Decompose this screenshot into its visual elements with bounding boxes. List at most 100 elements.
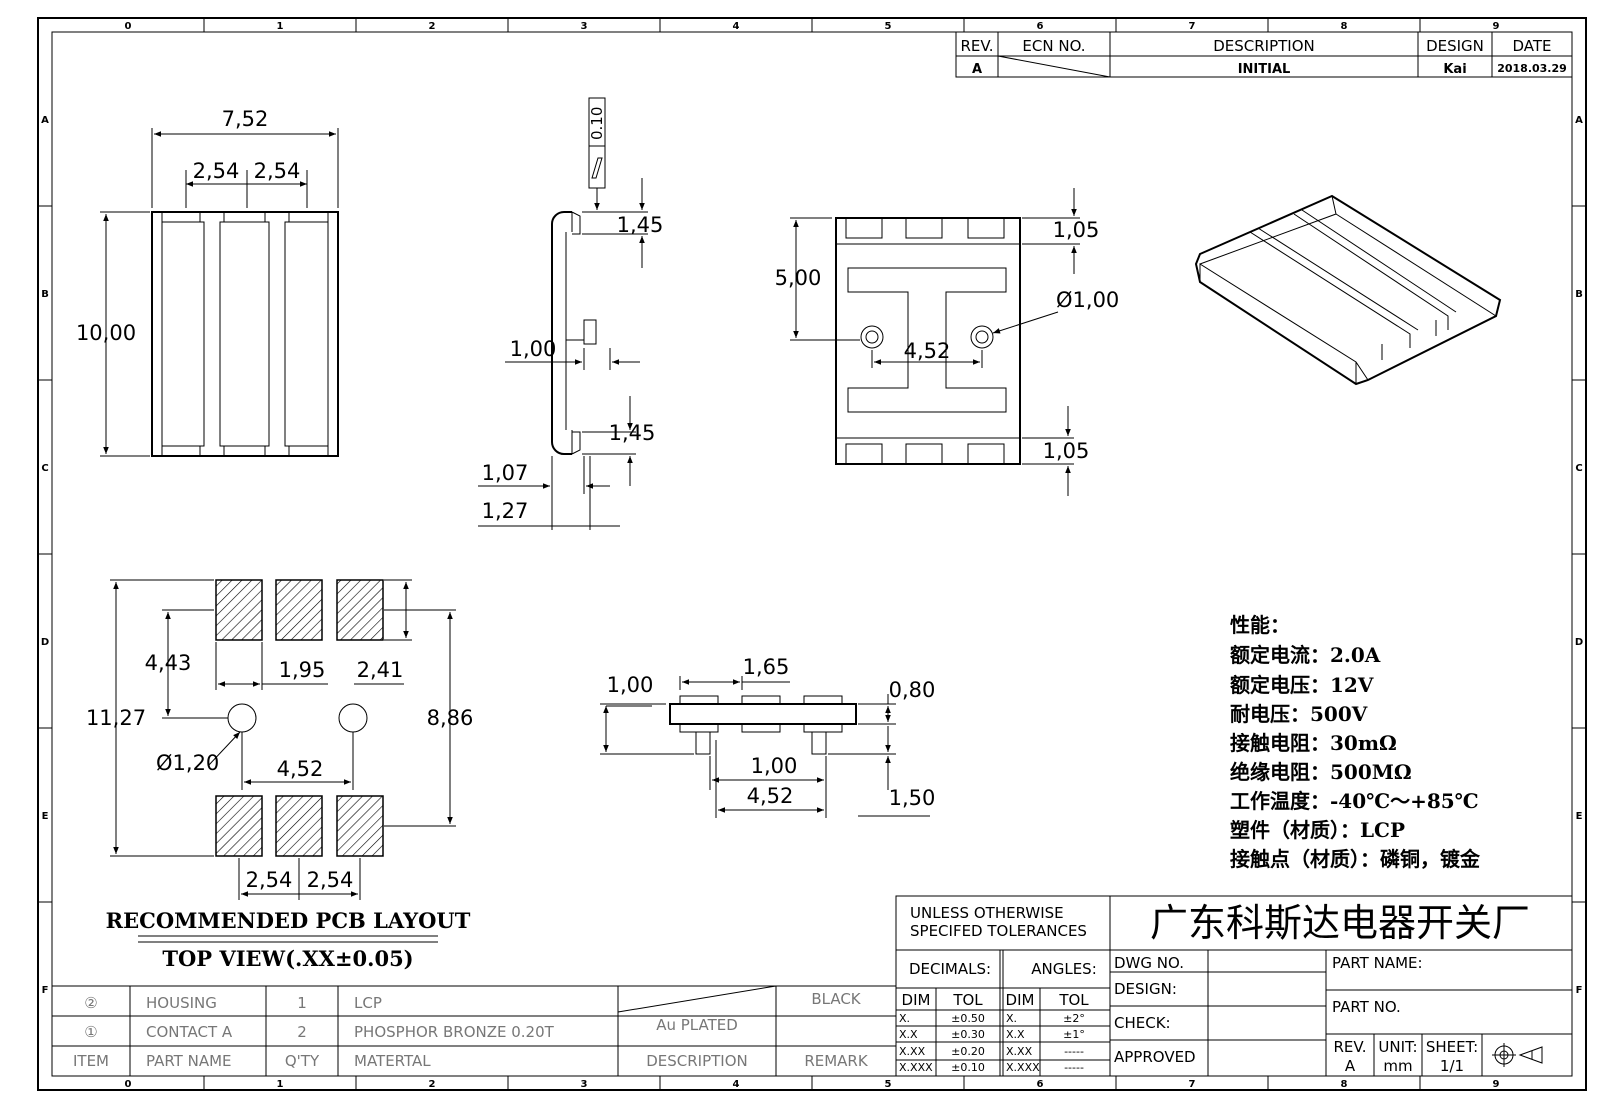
revision-table: REV. ECN NO. DESCRIPTION DESIGN DATE A I… — [955, 31, 1573, 78]
unit-value: mm — [1383, 1057, 1412, 1075]
zone-col-label: 2 — [429, 21, 436, 32]
dim-pcb-pad-height: 4,43 — [145, 651, 192, 675]
dim-pcb-pitch-a: 2,54 — [246, 868, 293, 892]
pcb-layout: 11,27 4,43 1,95 2,41 8,86 Ø1,20 4,52 2,5… — [86, 579, 474, 971]
bom-header-remark: REMARK — [804, 1052, 869, 1070]
dim-front-width: 7,52 — [222, 107, 269, 131]
ang-value-cell: ±1° — [1063, 1028, 1085, 1041]
tolerance-title-2: SPECIFED TOLERANCES — [910, 922, 1087, 940]
angles-label: ANGLES: — [1031, 960, 1097, 978]
ang-dim-cell: X.XX — [1006, 1045, 1033, 1058]
design-label: DESIGN: — [1114, 980, 1177, 998]
tol-value-cell: ±0.20 — [951, 1045, 985, 1058]
zone-col-label: 0 — [125, 21, 132, 32]
bom-row-num: ① — [84, 1023, 97, 1041]
ecn-header: ECN NO. — [1022, 37, 1085, 55]
spec-line: 接触电阻：30mΩ — [1230, 731, 1397, 755]
dim-label: DIM — [1006, 991, 1035, 1009]
zone-col-label: 3 — [581, 21, 588, 32]
dim-elev-f: 1,50 — [889, 786, 936, 810]
dim-side-bottom: 1,45 — [609, 421, 656, 445]
zone-row-label: E — [42, 811, 49, 822]
dim-bottom-hole: Ø1,00 — [1056, 288, 1119, 312]
part-name-label: PART NAME: — [1332, 954, 1423, 972]
zone-col-label: 9 — [1493, 1079, 1500, 1090]
dim-bottom-top: 1,05 — [1053, 218, 1100, 242]
tol-dim-cell: X. — [899, 1012, 910, 1025]
tolerance-title-1: UNLESS OTHERWISE — [910, 904, 1064, 922]
dim-elev-b: 1,65 — [743, 655, 790, 679]
approved-label: APPROVED — [1114, 1048, 1196, 1066]
bom-row-remark: BLACK — [811, 990, 861, 1008]
zone-col-label: 7 — [1189, 1079, 1196, 1090]
zone-col-label: 1 — [277, 21, 284, 32]
title-block: UNLESS OTHERWISE SPECIFED TOLERANCES 广东科… — [895, 895, 1573, 1077]
dwg-no-label: DWG NO. — [1114, 954, 1184, 972]
dim-side-thick-b: 1,27 — [482, 499, 529, 523]
projection-symbol-icon — [1492, 1043, 1543, 1067]
tol-label: TOL — [1058, 991, 1089, 1009]
dim-elev-a: 1,00 — [607, 673, 654, 697]
sheet-value: 1/1 — [1440, 1057, 1464, 1075]
zone-row-label: D — [41, 637, 49, 648]
zone-row-label: C — [1575, 463, 1582, 474]
zone-col-label: 4 — [733, 1079, 740, 1090]
bom-row-part: CONTACT A — [146, 1023, 233, 1041]
tol-value-cell: ±0.50 — [951, 1012, 985, 1025]
bom-header-part: PART NAME — [146, 1052, 232, 1070]
rev-value: A — [1345, 1057, 1356, 1075]
pcb-caption-title: RECOMMENDED PCB LAYOUT — [106, 908, 471, 933]
dim-pcb-gap: 1,95 — [279, 658, 326, 682]
ang-dim-cell: X.X — [1006, 1028, 1025, 1041]
spec-line: 塑件（材质）：LCP — [1230, 818, 1405, 842]
bom-header-description: DESCRIPTION — [646, 1052, 748, 1070]
zone-row-label: F — [1576, 985, 1583, 996]
zone-row-label: B — [41, 289, 49, 300]
bom-row-qty: 2 — [297, 1023, 307, 1041]
tol-dim-cell: X.XX — [899, 1045, 926, 1058]
dim-elev-e: 4,52 — [747, 784, 794, 808]
bom-header-material: MATERTAL — [354, 1052, 431, 1070]
bom-header-item: ITEM — [73, 1052, 109, 1070]
zone-col-label: 3 — [581, 1079, 588, 1090]
dim-pcb-span: 8,86 — [427, 706, 474, 730]
zone-col-label: 1 — [277, 1079, 284, 1090]
date-header: DATE — [1512, 37, 1551, 55]
tol-dim-cell: X.X — [899, 1028, 918, 1041]
ang-value-cell: ----- — [1064, 1045, 1084, 1058]
ang-dim-cell: X.XXX — [1006, 1061, 1040, 1074]
spec-line: 额定电压：12V — [1230, 673, 1374, 697]
zone-row-label: B — [1575, 289, 1583, 300]
dim-bottom-hole-pitch: 4,52 — [904, 339, 951, 363]
dim-bottom-height: 5,00 — [775, 266, 822, 290]
zone-row-label: E — [1576, 811, 1583, 822]
description-value: INITIAL — [1238, 62, 1291, 77]
tol-label: TOL — [952, 991, 983, 1009]
dim-pcb-pad-width: 2,41 — [357, 658, 404, 682]
sheet-label: SHEET: — [1426, 1038, 1478, 1056]
pcb-caption-subtitle: TOP VIEW(.XX±0.05) — [162, 946, 413, 971]
dim-bottom-bot: 1,05 — [1043, 439, 1090, 463]
description-header: DESCRIPTION — [1213, 37, 1315, 55]
zone-col-label: 8 — [1341, 21, 1348, 32]
isometric-view — [1194, 194, 1502, 386]
design-value: Kai — [1443, 62, 1466, 77]
company-name: 广东科斯达电器开关厂 — [1150, 901, 1530, 945]
part-no-label: PART NO. — [1332, 998, 1401, 1016]
dim-front-pitch-b: 2,54 — [254, 159, 301, 183]
spec-line: 工作温度：-40℃～+85℃ — [1230, 789, 1479, 813]
tol-value-cell: ±0.30 — [951, 1028, 985, 1041]
zone-col-label: 5 — [885, 21, 892, 32]
dim-pcb-total-height: 11,27 — [86, 706, 146, 730]
spec-title: 性能： — [1230, 613, 1290, 637]
zone-row-label: A — [1575, 115, 1583, 126]
dim-elev-d: 1,00 — [751, 754, 798, 778]
spec-line: 绝缘电阻：500MΩ — [1230, 760, 1412, 784]
dim-label: DIM — [902, 991, 931, 1009]
front-view: 7,52 2,54 2,54 10,00 — [76, 107, 339, 457]
zone-row-label: A — [41, 115, 49, 126]
elevation-view: 1,00 1,65 0,80 1,00 4,52 1,50 — [600, 655, 935, 818]
dim-pcb-hole: Ø1,20 — [156, 751, 219, 775]
zone-col-label: 4 — [733, 21, 740, 32]
